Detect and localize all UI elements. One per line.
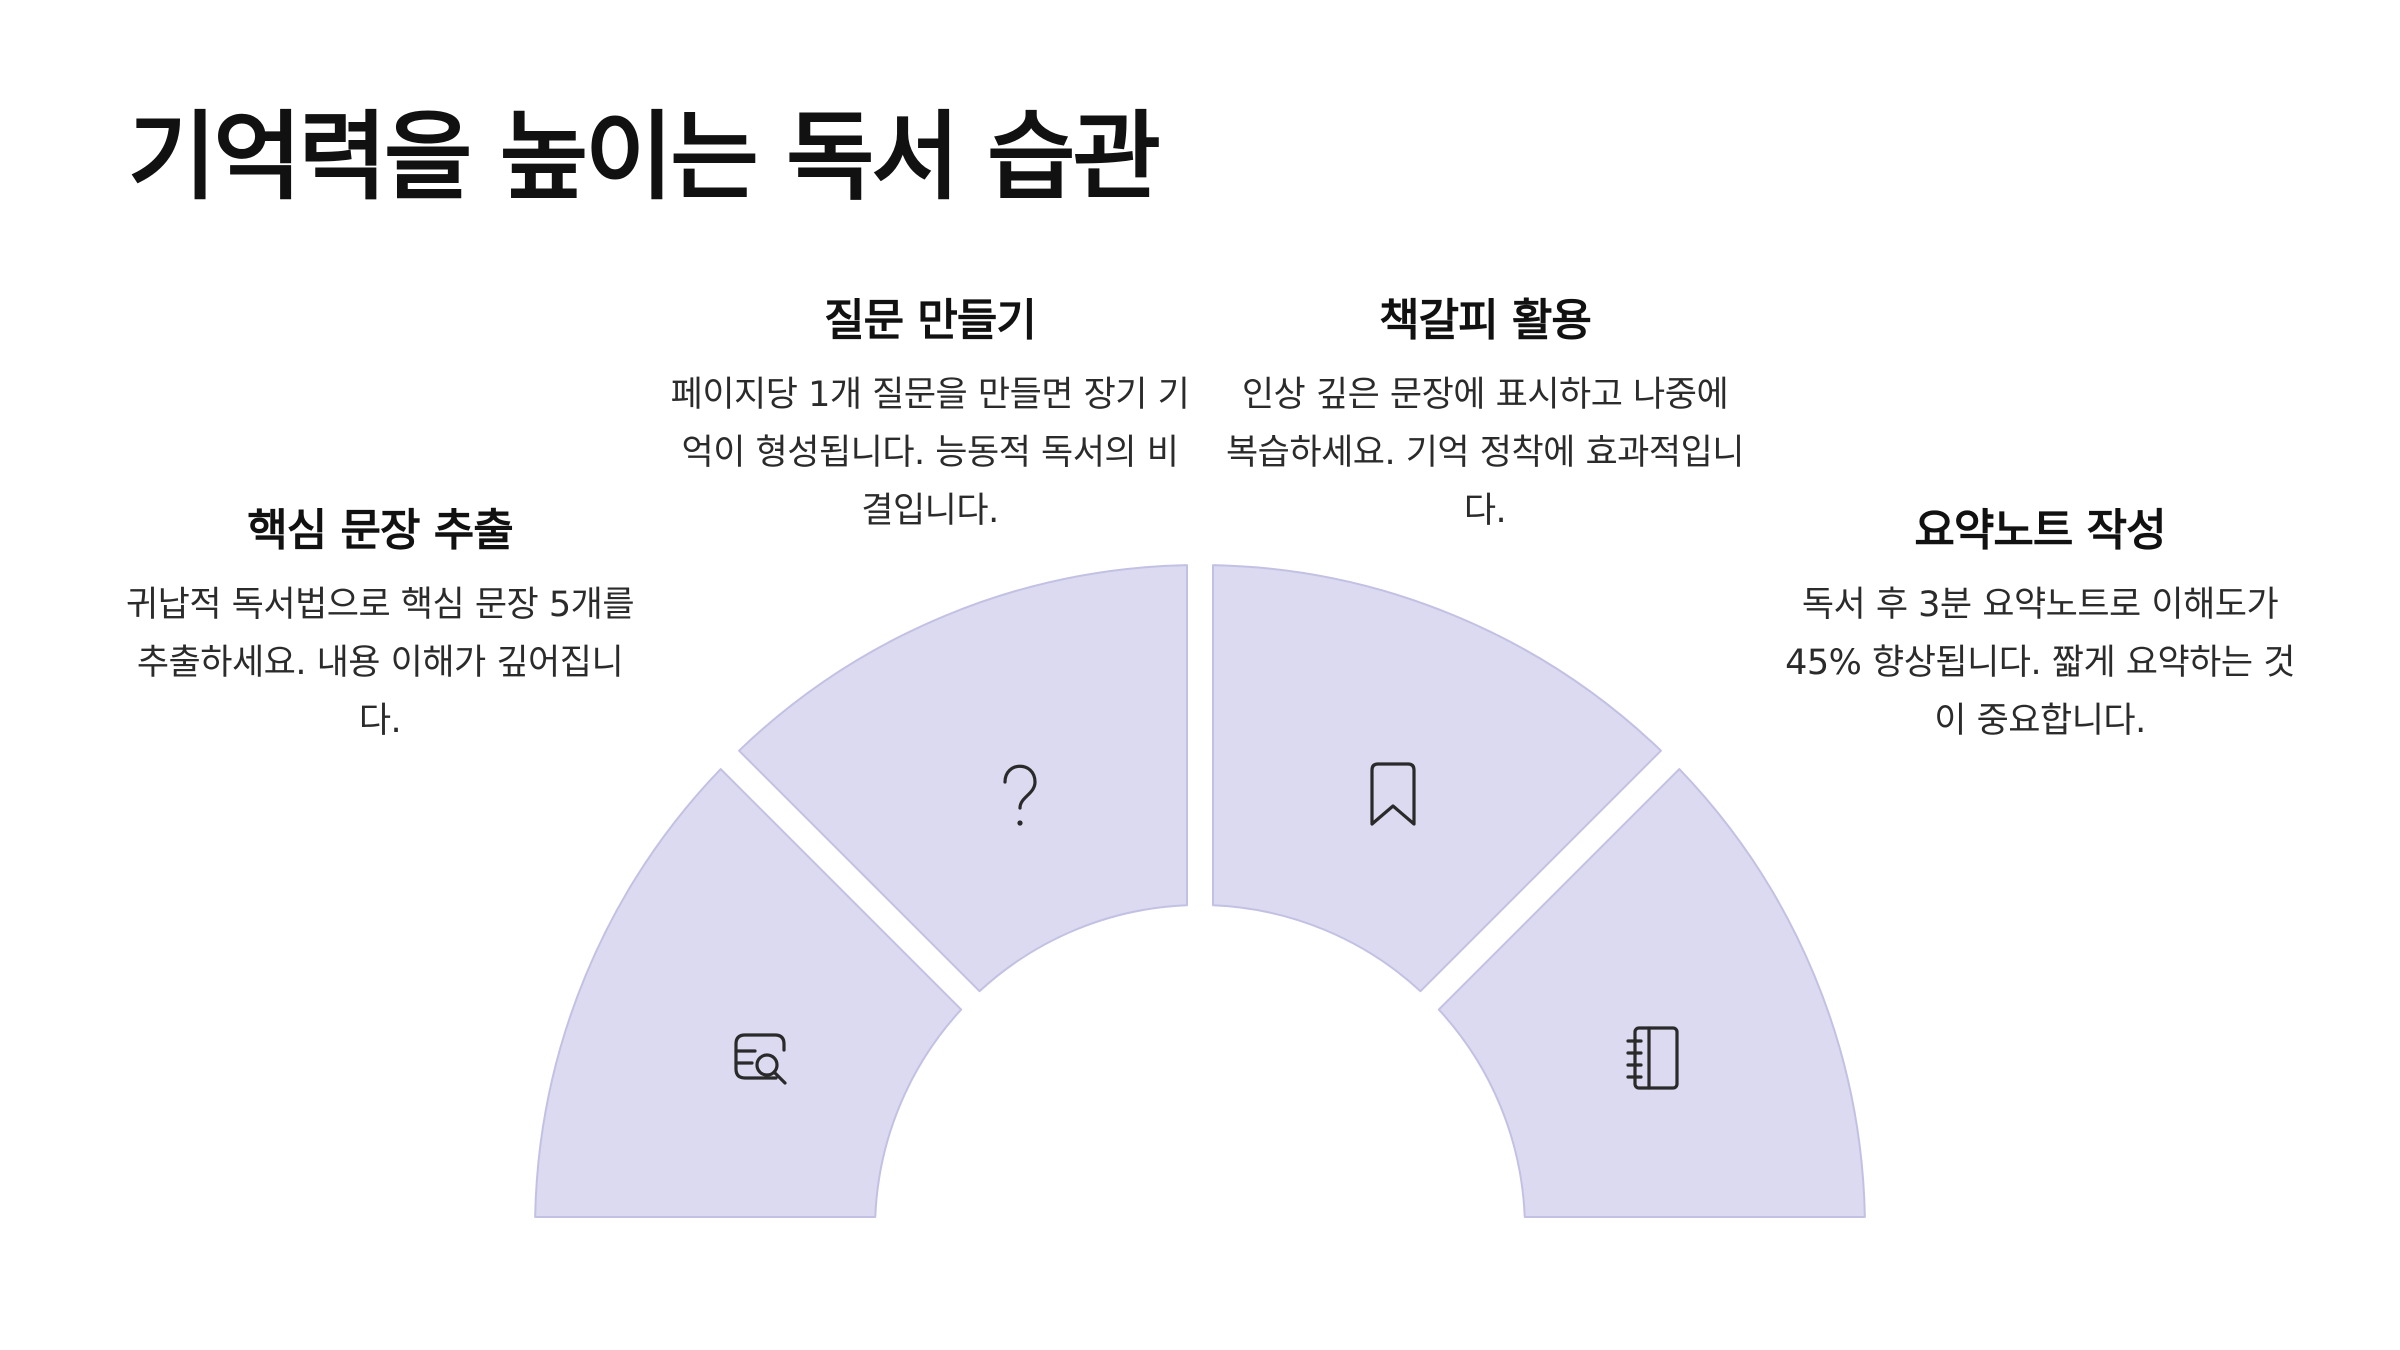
step-title: 질문 만들기 [824,295,1037,346]
question-mark-icon [1003,764,1037,826]
step-use-bookmarks: 책갈피 활용 인상 깊은 문장에 표시하고 나중에 복습하세요. 기억 정착에 … [1225,295,1745,540]
segment-extract [534,768,963,1218]
step-title: 책갈피 활용 [1379,295,1592,346]
step-title: 요약노트 작성 [1914,505,2166,556]
step-make-questions: 질문 만들기 페이지당 1개 질문을 만들면 장기 기억이 형성됩니다. 능동적… [670,295,1190,540]
text-search-icon [734,1033,787,1085]
step-title: 핵심 문장 추출 [247,505,514,556]
bookmark-icon [1370,762,1416,826]
step-description: 페이지당 1개 질문을 만들면 장기 기억이 형성됩니다. 능동적 독서의 비결… [670,374,1190,531]
segment-bookmark [1212,564,1662,993]
notebook-icon [1626,1026,1679,1090]
segment-summary [1437,768,1866,1218]
step-write-summary: 요약노트 작성 독서 후 3분 요약노트로 이해도가 45% 향상됩니다. 짧게… [1780,505,2300,750]
segment-question [738,564,1188,993]
step-extract-key-sentences: 핵심 문장 추출 귀납적 독서법으로 핵심 문장 5개를 추출하세요. 내용 이… [120,505,640,750]
step-description: 독서 후 3분 요약노트로 이해도가 45% 향상됩니다. 짧게 요약하는 것이… [1785,584,2295,741]
step-description: 인상 깊은 문장에 표시하고 나중에 복습하세요. 기억 정착에 효과적입니다. [1225,374,1745,531]
step-description: 귀납적 독서법으로 핵심 문장 5개를 추출하세요. 내용 이해가 깊어집니다. [125,584,635,741]
page-title: 기억력을 높이는 독서 습관 [128,101,1161,213]
